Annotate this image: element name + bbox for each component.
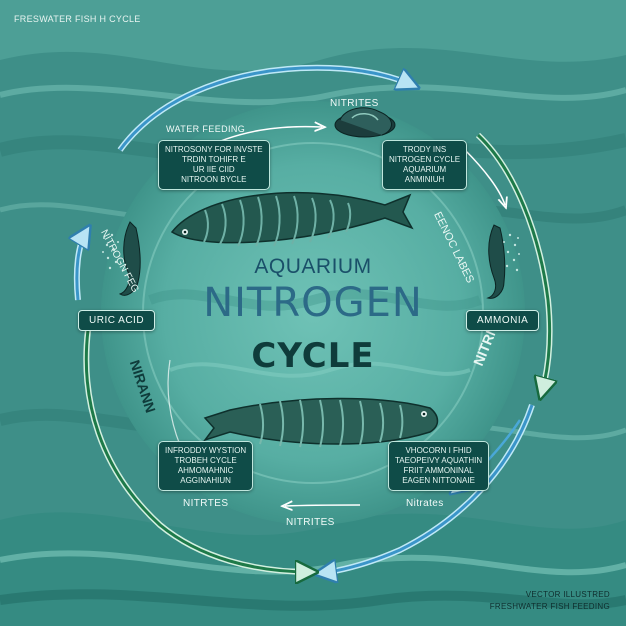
info-line: AQUARIUM [403,165,447,174]
footer-line-2: FRESHWATER FISH FEEDING [489,602,610,611]
info-line: NITROON BYCLE [181,175,247,184]
label-nitrites-top: NITRITES [330,98,379,109]
poster-header: FRESWATER FISH H CYCLE [14,14,141,24]
info-box-top-right: TRODY INS NITROGEN CYCLE AQUARIUM ANMINI… [382,140,468,190]
ammonia-pill: AMMONIA [466,310,540,331]
info-line: EAGEN NITTONAIE [402,476,475,485]
info-line: NITROGEN CYCLE [389,155,461,164]
info-line: FRIIT AMMONINAL [403,466,474,475]
title-aquarium: AQUARIUM [254,255,372,278]
uric-acid-pill: URIC ACID [78,310,156,331]
info-line: TRODY INS [402,145,447,154]
info-line: NITROSONY FOR INVSTE [165,145,263,154]
label-nitrtes: NITRTES [183,498,229,509]
info-line: TRDIN TOHIFR E [181,155,246,164]
info-line: AHMOMAHNIC [177,466,234,475]
info-line: INFRODDY WYSTION [165,446,247,455]
seahorse-right-icon [486,224,520,299]
label-nitrates: Nitrates [406,498,444,509]
snail-icon [334,107,396,138]
fish-bottom [202,397,439,448]
footer-line-1: VECTOR ILLUSTRED [525,590,610,599]
info-box-top-left: NITROSONY FOR INVSTE TRDIN TOHIFR E UR I… [158,140,270,190]
info-line: VHOCORN I FHID [405,446,472,455]
title-nitrogen: NITROGEN [203,280,423,326]
info-line: UR IIE CIID [192,165,235,174]
info-box-bottom-left: INFRODDY WYSTION TROBEH CYCLE AHMOMAHNIC… [158,441,254,491]
label-nitrites-bottom: NITRITES [286,517,335,528]
label-water-feeding: WATER FEEDING [166,124,246,134]
fish-top [170,191,414,247]
info-box-bottom-right: VHOCORN I FHID TAEOPEIVY AQUATHIN FRIIT … [388,441,490,491]
info-line: TAEOPEIVY AQUATHIN [395,456,483,465]
info-line: ANMINIUH [404,175,445,184]
info-line: TROBEH CYCLE [174,456,237,465]
title-cycle: CYCLE [251,336,375,376]
seahorse-left-icon [102,221,141,296]
info-line: AGGINAHIUN [180,476,231,485]
